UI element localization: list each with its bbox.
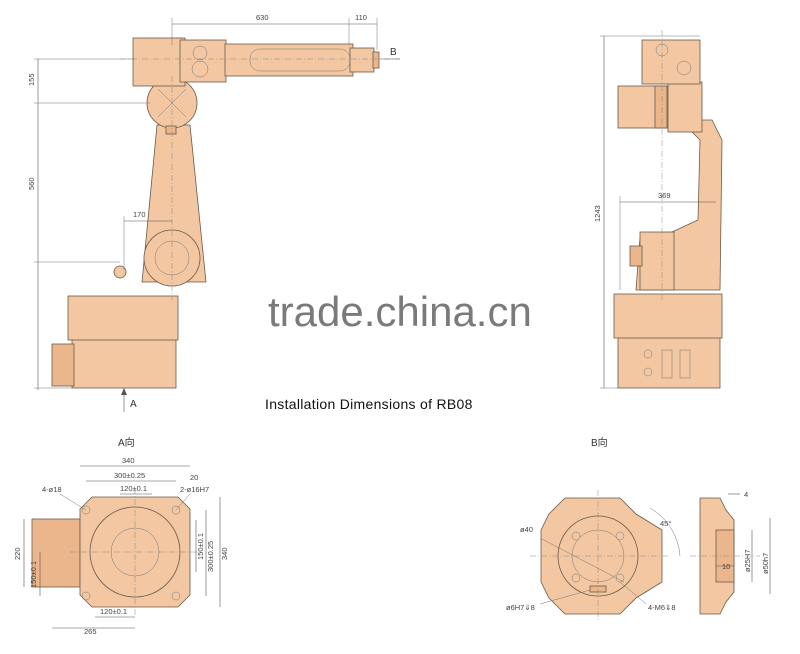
side-fitting [113, 265, 127, 279]
dim-b-pcd: ø40 [520, 525, 533, 534]
dim-top-end: 110 [355, 13, 367, 22]
dim-b-bore: ø25H7 [743, 549, 752, 572]
watermark: trade.china.cn [268, 288, 532, 335]
thread-hole-3 [571, 573, 581, 583]
front-motor-lower [639, 231, 675, 291]
dim-a-bottom-inner: 120±0.1 [100, 607, 127, 616]
dim-a-inner: 120±0.1 [120, 484, 147, 493]
front-head [641, 39, 701, 85]
base-connector [51, 343, 75, 387]
dim-a-edge: 20 [190, 473, 198, 482]
dim-b-thickness: 4 [744, 490, 748, 499]
dim-front-width: 369 [658, 191, 671, 200]
dim-a-left-inner: 150±0.1 [29, 561, 38, 588]
note-a-pins: 2-ø16H7 [180, 485, 209, 494]
dim-height-lower: 560 [27, 177, 36, 190]
dim-top-length: 630 [256, 13, 269, 22]
turret-base [67, 295, 179, 341]
view-a: A向 340 300±0.25 120±0.1 20 4-ø18 2-ø16H7… [13, 436, 229, 636]
forearm [224, 43, 354, 77]
dim-height-upper: 155 [27, 73, 36, 86]
robot-base [71, 337, 177, 389]
dim-offset: 170 [133, 210, 146, 219]
dim-a-v-inner: 150±0.1 [196, 533, 205, 560]
view-b-caption: B向 [591, 436, 608, 449]
dim-b-angle: 45° [660, 519, 671, 528]
mount-hole-3 [81, 591, 91, 601]
thread-hole-2 [615, 531, 625, 541]
dim-a-bottom-total: 265 [84, 627, 97, 636]
note-b-pin: ø6H7⇓8 [506, 603, 535, 612]
elbow-marker [165, 125, 177, 135]
dim-a-hole-spacing: 300±0.25 [114, 471, 145, 480]
note-a-holes: 4-ø18 [42, 485, 62, 494]
front-view: 1243 369 [593, 30, 723, 389]
thread-hole-1 [571, 531, 581, 541]
view-b: B向 ø40 45° ø6H7⇓8 4-M6⇓8 4 10 ø25H7 ø50h… [506, 436, 771, 622]
wrist-motor [179, 39, 227, 83]
front-base [617, 335, 721, 389]
dim-a-v-total: 340 [220, 547, 229, 560]
front-turret [613, 293, 723, 339]
note-b-thread: 4-M6⇓8 [648, 603, 676, 612]
view-a-caption: A向 [118, 436, 135, 449]
dim-a-left-h: 220 [13, 547, 22, 560]
mount-hole-4 [171, 591, 181, 601]
dim-total-height: 1243 [593, 205, 602, 222]
label-a: A [130, 399, 137, 410]
dim-b-flange: ø50h7 [761, 553, 770, 574]
upper-arm-housing [132, 37, 186, 87]
view-a-connector [31, 518, 81, 588]
dim-a-v-holes: 300±0.25 [206, 541, 215, 572]
mount-hole-2 [171, 505, 181, 515]
drawing-title: Installation Dimensions of RB08 [265, 396, 473, 412]
side-view: 630 110 B 155 560 170 A [27, 13, 400, 412]
wrist-flange [349, 47, 375, 73]
dim-a-width: 340 [122, 456, 135, 465]
mount-hole-1 [81, 505, 91, 515]
label-b: B [390, 47, 397, 58]
dim-b-depth: 10 [722, 562, 730, 571]
